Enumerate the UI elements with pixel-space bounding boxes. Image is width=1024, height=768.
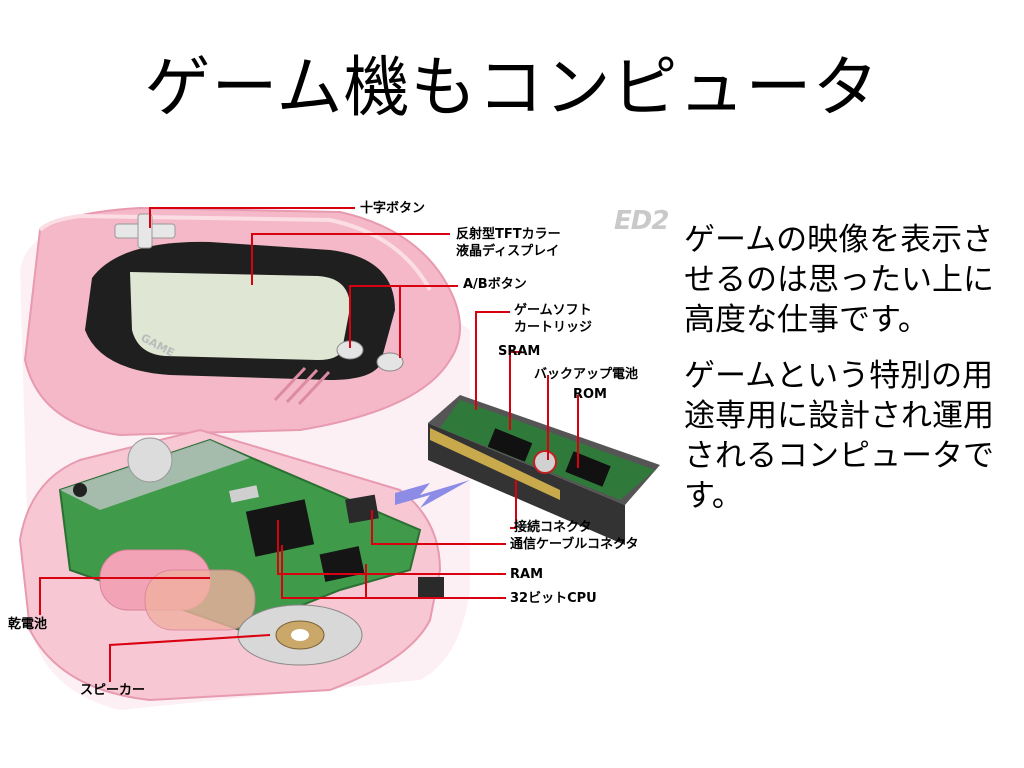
ed2-watermark: ED2 (614, 206, 669, 236)
label-sram: SRAM (498, 344, 541, 359)
a-button (376, 352, 404, 372)
label-backup: バックアップ電池 (534, 367, 639, 382)
gameboy-illustration: GAME (18, 206, 660, 710)
cpu-chip (245, 499, 315, 557)
label-screen-2: 液晶ディスプレイ (456, 244, 560, 259)
body-text: ゲームの映像を表示させるのは思ったい上に高度な仕事です。 ゲームという特別の用途… (684, 220, 1014, 532)
leader-lines (39, 207, 579, 682)
label-cart-2: カートリッジ (514, 320, 593, 335)
battery-icon (99, 549, 256, 631)
paragraph-1: ゲームの映像を表示させるのは思ったい上に高度な仕事です。 (684, 222, 994, 338)
speaker-icon (237, 604, 363, 666)
speaker-grille (273, 366, 331, 406)
link-port (345, 494, 379, 524)
insert-arrow (395, 480, 470, 508)
label-cpu: 32ビットCPU (510, 591, 597, 606)
paragraph-2: ゲームという特別の用途専用に設計され運用されるコンピュータです。 (684, 358, 994, 514)
lcd-screen (130, 272, 350, 360)
label-connector: 接続コネクタ (514, 520, 592, 535)
label-ab: A/Bボタン (463, 277, 527, 292)
dpad-icon (114, 213, 176, 249)
gameboy-diagram: GAME (0, 190, 670, 750)
ram-chip (319, 546, 365, 582)
label-speaker: スピーカー (80, 683, 146, 698)
label-comm: 通信ケーブルコネクタ (510, 537, 639, 552)
small-chip (229, 485, 259, 503)
label-dpad: 十字ボタン (360, 201, 426, 216)
label-ram: RAM (510, 567, 544, 582)
label-battery: 乾電池 (8, 617, 48, 632)
label-rom: ROM (573, 387, 607, 402)
label-cart-1: ゲームソフト (514, 303, 592, 318)
dpad-contact (127, 437, 173, 483)
label-screen-1: 反射型TFTカラー (456, 227, 561, 242)
slide-title: ゲーム機もコンピュータ (144, 49, 880, 126)
